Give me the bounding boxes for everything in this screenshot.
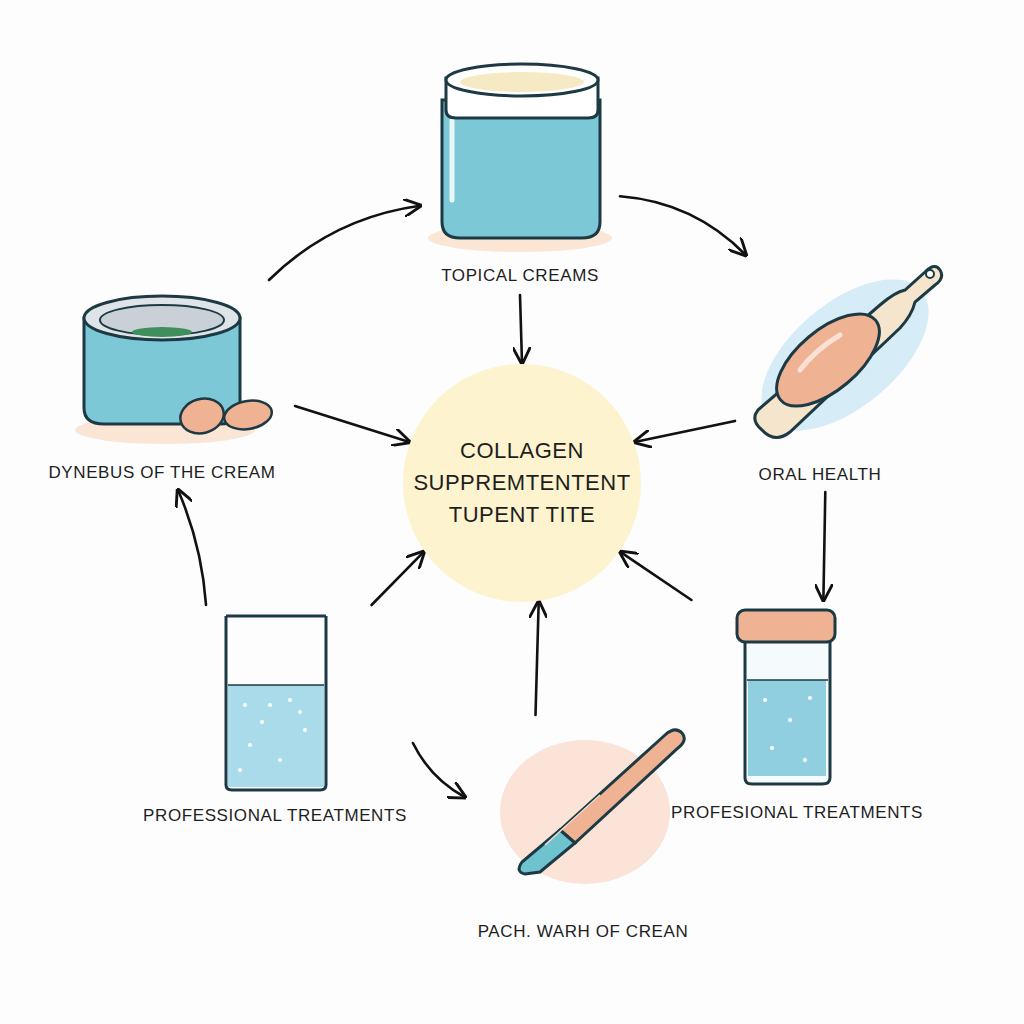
item-label: PACH. WARH OF CREAN (478, 922, 689, 942)
flow-arrow (295, 406, 409, 442)
flow-arrow (520, 295, 522, 363)
flow-arrow (635, 421, 735, 442)
center-title: COLLAGEN SUPPREMTENTENT TUPENT TITE (409, 435, 635, 531)
soap-paddle (735, 251, 955, 459)
cream-jar-top (428, 64, 612, 252)
cream-item: DYNEBUS OF THE CREAM (35, 280, 295, 490)
item-label: ORAL HEALTH (759, 465, 882, 485)
treatment-item: PROFESIONAL TREATMENTS (665, 600, 929, 830)
flow-arrow (413, 743, 465, 797)
flow-arrow (536, 602, 539, 715)
item-label: DYNEBUS OF THE CREAM (48, 463, 275, 483)
flow-arrow (823, 492, 825, 600)
flow-arrow (178, 490, 206, 605)
flow-arrow (372, 552, 424, 605)
center-circle: COLLAGEN SUPPREMTENTENT TUPENT TITE (402, 363, 642, 603)
water-jar-right (737, 610, 835, 784)
cream-item: TOPICAL CREAMS (420, 60, 620, 295)
item-label: PROFESIONAL TREATMENTS (671, 803, 923, 823)
item-label: TOPICAL CREAMS (441, 266, 599, 286)
cream-jar-left (75, 296, 274, 444)
flow-arrow (269, 206, 420, 280)
flow-arrow (620, 196, 746, 255)
health-item: ORAL HEALTH (735, 255, 950, 492)
treatment-item: PROFESSIONAL TREATMENTS (137, 605, 413, 835)
water-glass-left (226, 616, 326, 790)
brush-item: PACH. WARH OF CREAN (465, 715, 700, 950)
item-label: PROFESSIONAL TREATMENTS (143, 806, 407, 826)
flow-arrow (620, 552, 691, 600)
applicator-brush (500, 730, 684, 884)
